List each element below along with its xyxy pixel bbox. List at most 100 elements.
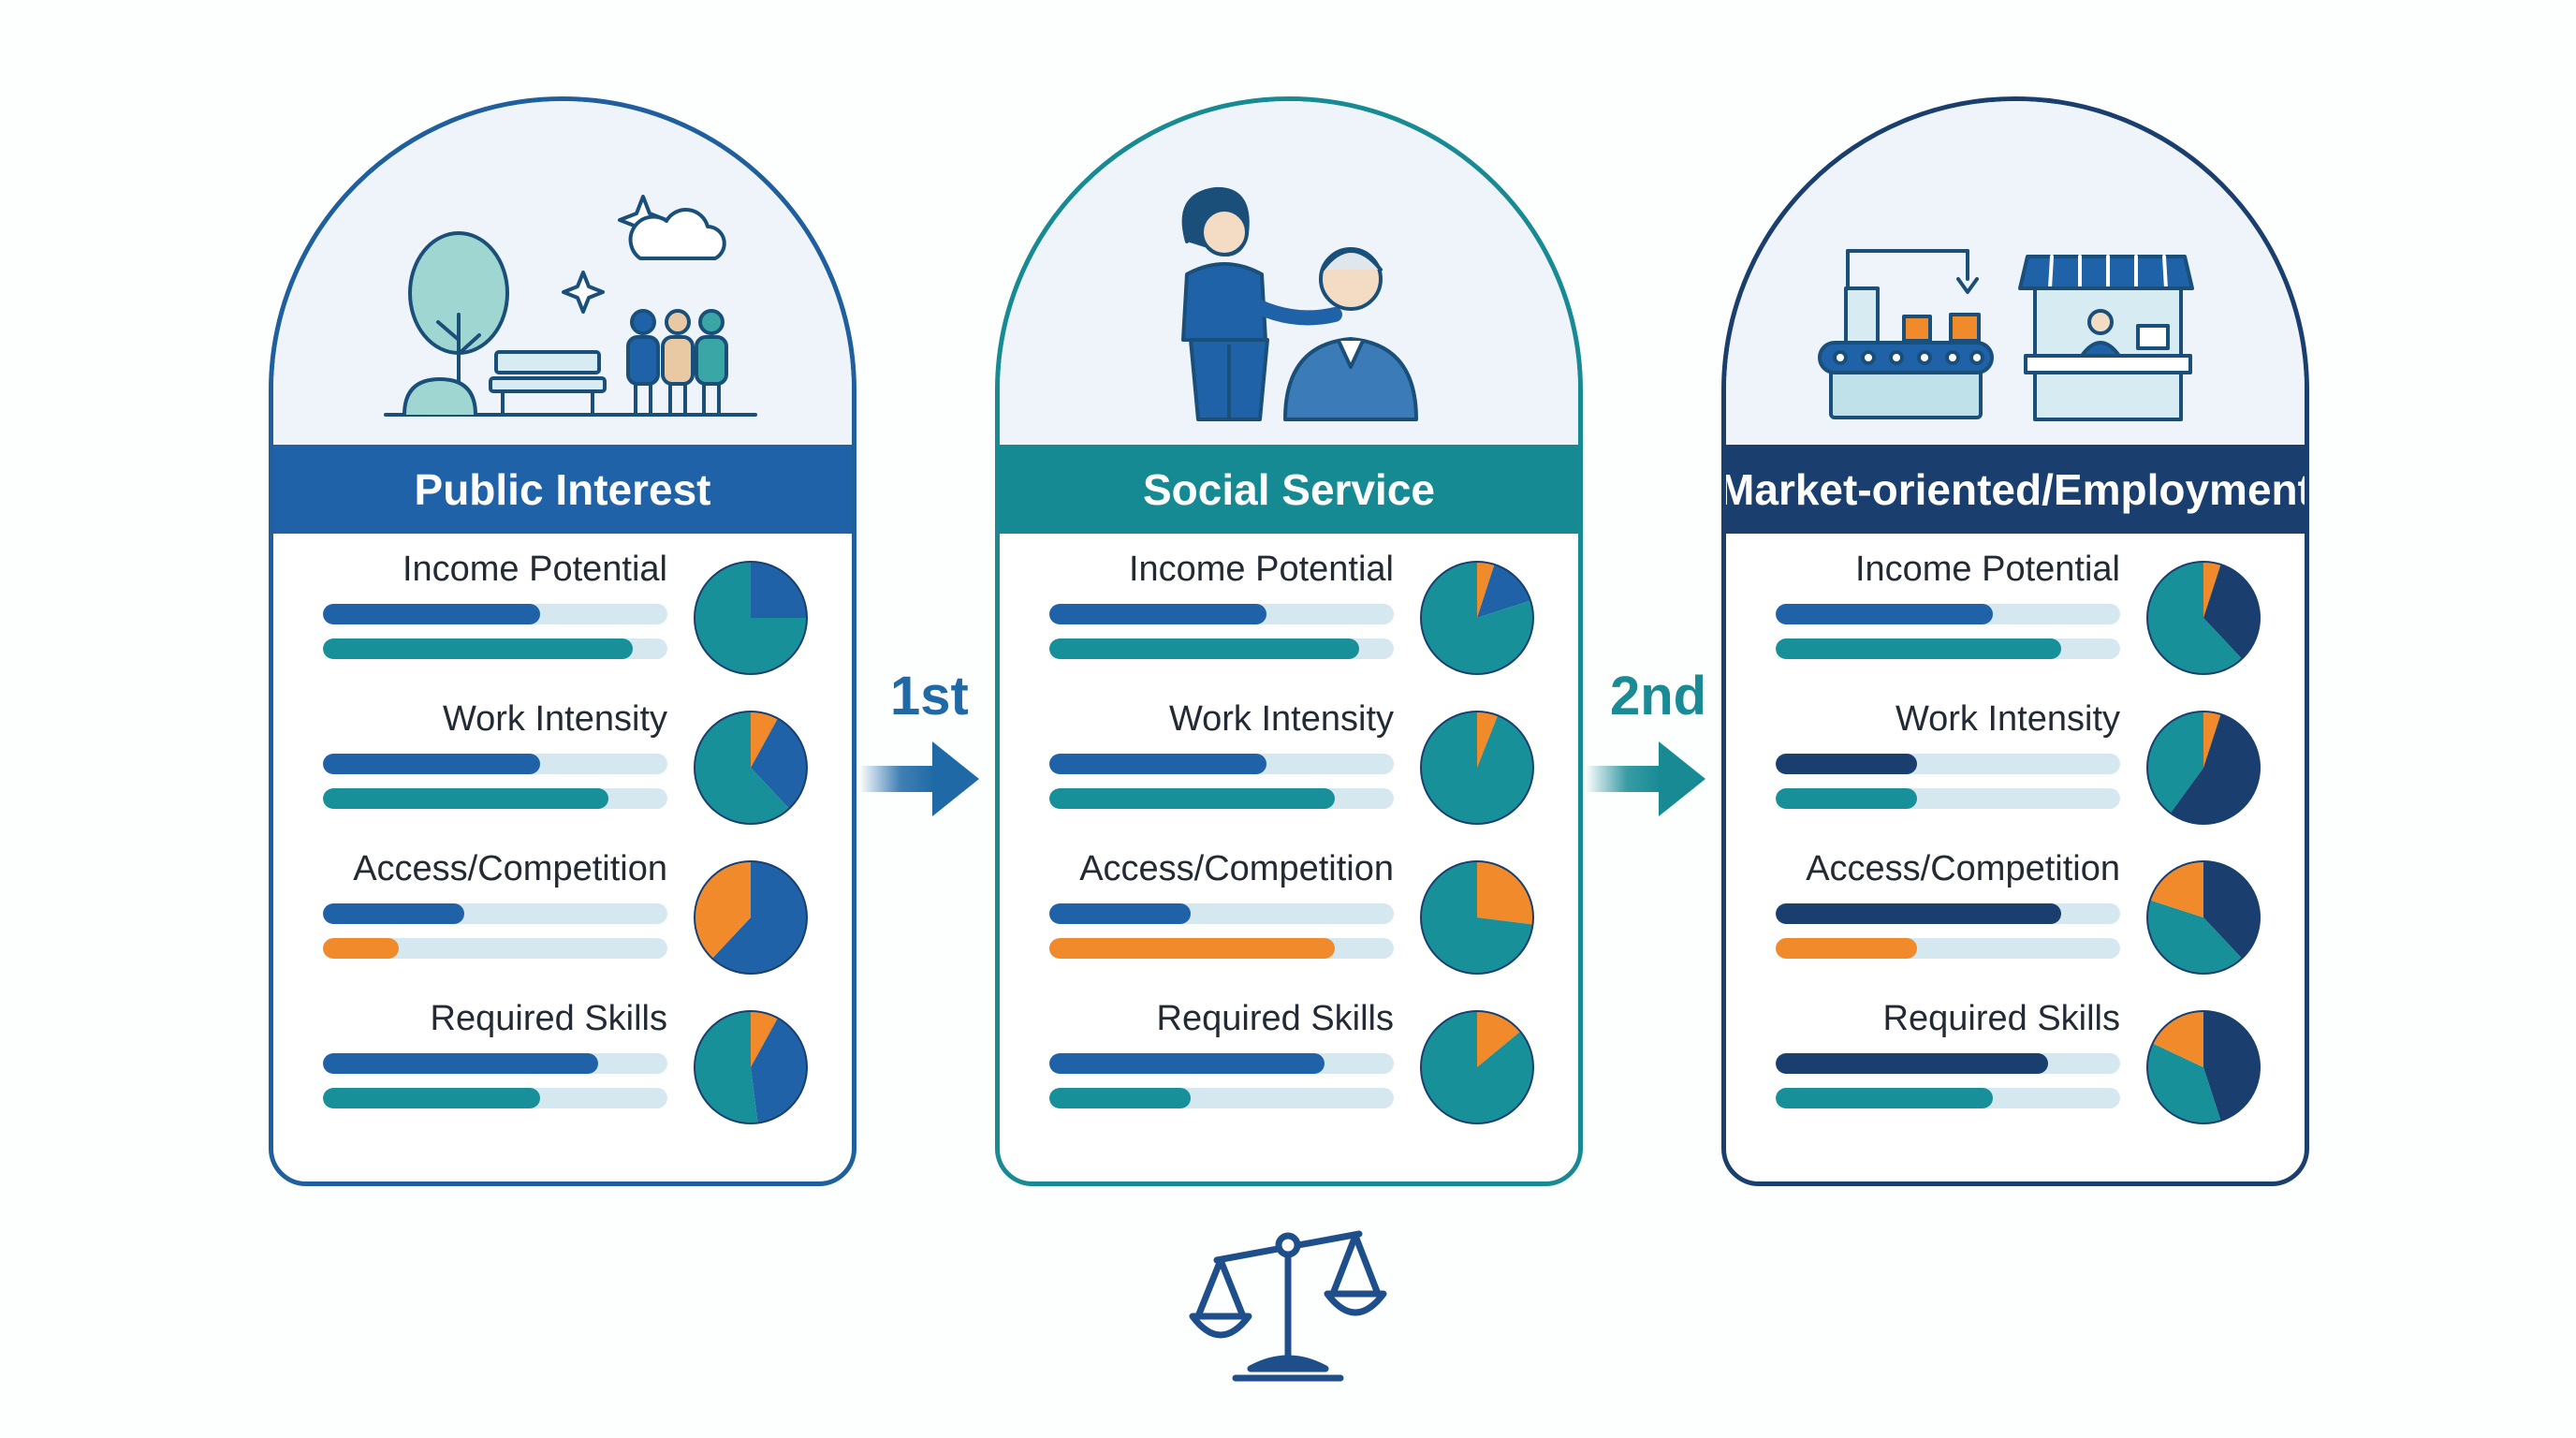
progress-bar: [1049, 638, 1360, 659]
progress-bar: [1776, 604, 1993, 624]
pie-outline: [1420, 711, 1534, 825]
balance-scale-icon: [1189, 1230, 1387, 1382]
park-community-icon: [384, 195, 757, 417]
pie-chart-icon: [694, 711, 808, 825]
pie-slice: [1477, 1011, 1521, 1067]
progress-track: [1776, 1053, 2120, 1074]
pie-slice: [1477, 564, 1531, 618]
pie-slice: [2147, 900, 2243, 974]
pie-outline: [2146, 860, 2261, 975]
progress-track: [323, 1053, 667, 1074]
pie-outline: [2146, 1010, 2261, 1124]
factory-shop-icon: [1818, 249, 2194, 421]
pie-slice: [1421, 861, 1533, 974]
pie-chart-icon: [1420, 1010, 1534, 1124]
pie-outline: [694, 860, 808, 975]
progress-track: [1049, 754, 1394, 774]
pie-chart-icon: [694, 561, 808, 675]
progress-bar: [1049, 903, 1191, 924]
pie-slice: [2147, 712, 2203, 814]
pie-slice: [751, 718, 807, 809]
pie-slice: [751, 712, 778, 768]
pie-slice: [695, 562, 807, 674]
progress-track: [1776, 788, 2120, 809]
progress-bar: [1776, 1053, 2048, 1074]
card-illustration-area: [1000, 101, 1578, 445]
pie-chart-icon: [2146, 711, 2261, 825]
progress-track: [323, 788, 667, 809]
progress-track: [1049, 1053, 1394, 1074]
card-title: Public Interest: [273, 445, 852, 534]
progress-bar: [323, 1088, 540, 1108]
pie-slice: [2203, 861, 2260, 959]
pie-slice: [751, 1011, 778, 1067]
progress-track: [1776, 1088, 2120, 1108]
metric-label: Required Skills: [430, 999, 667, 1038]
progress-bar: [1776, 638, 2062, 659]
pie-chart-icon: [2146, 860, 2261, 975]
progress-track: [323, 1088, 667, 1108]
pie-slice: [2203, 562, 2221, 618]
metric-label: Work Intensity: [1895, 699, 2120, 739]
progress-bar: [1776, 938, 1917, 959]
metric-label: Access/Competition: [353, 849, 667, 888]
pie-outline: [1420, 860, 1534, 975]
progress-track: [323, 638, 667, 659]
pie-chart-icon: [1420, 711, 1534, 825]
rank-label-2nd: 2nd: [1610, 666, 1707, 726]
pie-slice: [695, 861, 751, 959]
pie-slice: [2203, 564, 2260, 659]
card-title: Social Service: [1000, 445, 1578, 534]
pie-slice: [2203, 1011, 2260, 1122]
progress-track: [1049, 638, 1394, 659]
metric-label: Income Potential: [1854, 550, 2120, 589]
pie-chart-icon: [694, 860, 808, 975]
progress-bar: [1776, 754, 1917, 774]
pie-outline: [2146, 711, 2261, 825]
pie-slice: [751, 562, 807, 618]
pie-chart-icon: [2146, 1010, 2261, 1124]
progress-track: [1049, 788, 1394, 809]
progress-track: [1049, 1088, 1394, 1108]
pie-outline: [694, 1010, 808, 1124]
pie-outline: [694, 711, 808, 825]
metric-work-intensity: Work Intensity: [1726, 699, 2305, 840]
pie-outline: [1420, 561, 1534, 675]
pie-slice: [711, 861, 807, 974]
pie-slice: [1477, 712, 1499, 768]
progress-bar: [1049, 754, 1266, 774]
metric-access-competition: Access/Competition: [273, 849, 852, 990]
pie-slice: [1477, 562, 1495, 618]
pie-slice: [1421, 712, 1533, 824]
metric-work-intensity: Work Intensity: [273, 699, 852, 840]
metric-label: Access/Competition: [1806, 849, 2120, 888]
card-illustration-area: [1726, 101, 2305, 445]
card-title: Market-oriented/Employment: [1726, 445, 2305, 534]
metric-work-intensity: Work Intensity: [1000, 699, 1578, 840]
progress-bar: [323, 604, 540, 624]
progress-bar: [323, 788, 609, 809]
right-arrow-icon: [1586, 741, 1705, 816]
metric-income-potential: Income Potential: [1726, 550, 2305, 690]
metric-required-skills: Required Skills: [1726, 999, 2305, 1139]
progress-track: [1049, 938, 1394, 959]
card-illustration-area: [273, 101, 852, 445]
progress-bar: [323, 938, 399, 959]
pie-slice: [695, 1011, 758, 1123]
progress-track: [323, 604, 667, 624]
right-arrow-icon: [859, 741, 979, 816]
progress-track: [1776, 604, 2120, 624]
pie-chart-icon: [694, 1010, 808, 1124]
progress-track: [323, 903, 667, 924]
progress-track: [1049, 604, 1394, 624]
pie-slice: [2170, 713, 2260, 824]
progress-bar: [1049, 604, 1266, 624]
pie-chart-icon: [1420, 561, 1534, 675]
metric-label: Income Potential: [1128, 550, 1394, 589]
metric-required-skills: Required Skills: [1000, 999, 1578, 1139]
metric-label: Required Skills: [1156, 999, 1394, 1038]
pie-slice: [2149, 861, 2203, 917]
metric-income-potential: Income Potential: [1000, 550, 1578, 690]
